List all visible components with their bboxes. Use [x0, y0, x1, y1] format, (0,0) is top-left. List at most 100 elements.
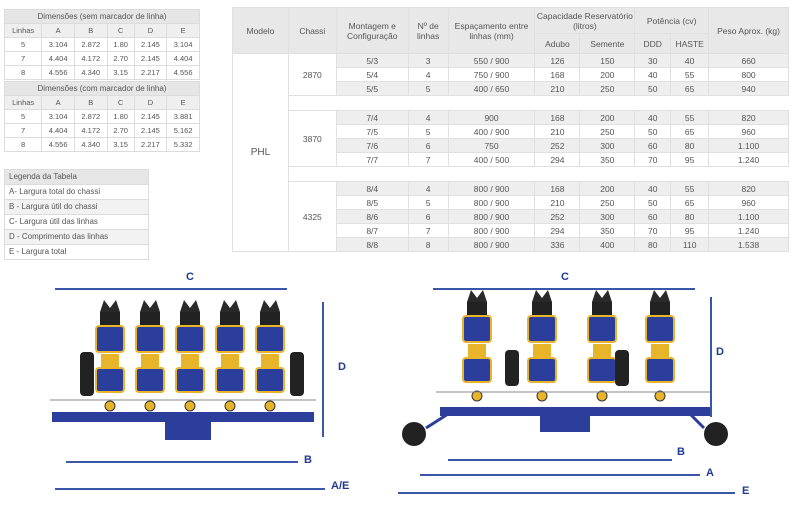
label-d-right: D	[716, 346, 724, 358]
right-unit-2-seed-meter	[592, 302, 612, 316]
dims-header-cell: A	[41, 95, 75, 110]
right-marker-disc-left	[402, 422, 426, 446]
dimension-line-ae	[55, 488, 325, 490]
right-unit-2-wheel	[596, 390, 608, 402]
left-unit-2-gear-box	[181, 354, 199, 368]
spec-cell: 210	[534, 124, 581, 139]
left-unit-1-disc-icon	[140, 300, 160, 312]
spec-cell: 800 / 900	[447, 237, 536, 252]
spec-cell: 4	[407, 110, 449, 125]
spec-cell: 30	[634, 53, 672, 68]
header-espacamento: Espaçamento entre linhas (mm)	[447, 7, 536, 54]
spec-cell: 50	[634, 81, 672, 96]
dims-header-cell: D	[133, 23, 168, 38]
spec-cell: 820	[708, 110, 789, 125]
dims-cell: 4.340	[73, 65, 108, 80]
dims-cell: 3.104	[41, 37, 75, 52]
left-unit-1-wheel	[144, 400, 156, 412]
dims-cell: 4.172	[73, 51, 108, 66]
dimension-line-e	[398, 492, 735, 494]
spec-cell: 250	[579, 195, 636, 210]
right-unit-3-gear-box	[651, 344, 669, 358]
dims-cell: 2.70	[106, 123, 135, 138]
spec-cell: 800 / 900	[447, 195, 536, 210]
left-unit-1-fertilizer-hopper	[135, 367, 165, 393]
right-unit-0-fertilizer-hopper	[462, 357, 492, 383]
dims-header-cell: E	[166, 23, 200, 38]
spec-cell: 550 / 900	[447, 53, 536, 68]
spec-cell: 8/6	[335, 209, 409, 224]
spec-cell: 250	[579, 124, 636, 139]
left-unit-4-disc-icon	[260, 300, 280, 312]
spec-cell: 1.240	[708, 152, 789, 167]
legend-item: C- Largura útil das linhas	[4, 215, 149, 230]
label-c-left: C	[186, 271, 194, 283]
spec-cell: 252	[534, 209, 581, 224]
spec-cell: 350	[579, 223, 636, 238]
right-unit-1-gear-box	[533, 344, 551, 358]
dims-cell: 4.404	[41, 123, 75, 138]
spec-cell: 3	[407, 53, 449, 68]
dims-cell: 4.340	[73, 137, 108, 152]
left-unit-4-seed-hopper	[255, 325, 285, 353]
spec-cell: 5	[407, 124, 449, 139]
right-unit-1-wheel	[536, 390, 548, 402]
spec-cell: 168	[534, 181, 581, 196]
header-potencia: Potência (cv)	[634, 7, 710, 34]
header-linhas: Nº de linhas	[407, 7, 449, 54]
spec-cell: 820	[708, 181, 789, 196]
spec-cell: 7/4	[335, 110, 409, 125]
left-unit-0-fertilizer-hopper	[95, 367, 125, 393]
dims-cell: 7	[3, 123, 43, 138]
dims-cell: 8	[3, 137, 43, 152]
spec-cell: 126	[534, 53, 581, 68]
dimension-line-b-left	[66, 461, 298, 463]
dims-header-cell: Linhas	[3, 23, 43, 38]
spec-cell: 5	[407, 81, 449, 96]
header-montagem: Montagem e Configuração	[335, 7, 409, 54]
spec-cell: 750	[447, 138, 536, 153]
dims-cell: 3.104	[41, 109, 75, 124]
label-a: A	[706, 467, 714, 479]
left-unit-3-seed-meter	[220, 312, 240, 326]
spec-cell: 1.538	[708, 237, 789, 252]
spec-cell: 1.240	[708, 223, 789, 238]
left-unit-3-seed-hopper	[215, 325, 245, 353]
dims-header-cell: C	[106, 95, 135, 110]
spec-cell: 4	[407, 181, 449, 196]
spec-cell: 40	[634, 67, 672, 82]
dims-cell: 5	[3, 37, 43, 52]
group-spacer	[233, 166, 789, 182]
legend-title: Legenda da Tabela	[4, 169, 149, 185]
dimension-line-a	[420, 474, 700, 476]
chassi-cell: 3870	[287, 110, 337, 167]
spec-cell: 400 / 500	[447, 152, 536, 167]
spec-cell: 50	[634, 124, 672, 139]
spec-cell: 6	[407, 209, 449, 224]
dims-cell: 4.556	[166, 65, 200, 80]
dims-cell: 5	[3, 109, 43, 124]
spec-cell: 294	[534, 223, 581, 238]
left-unit-3-wheel	[224, 400, 236, 412]
spec-cell: 40	[634, 110, 672, 125]
right-unit-3-disc-icon	[650, 290, 670, 302]
header-semente: Semente	[579, 33, 636, 54]
spec-table: Modelo Chassi Montagem e Configuração Nº…	[232, 7, 789, 252]
spec-cell: 6	[407, 138, 449, 153]
right-marker-disc-right	[704, 422, 728, 446]
right-unit-1-fertilizer-hopper	[527, 357, 557, 383]
right-unit-1-seed-meter	[532, 302, 552, 316]
dimension-line-d-right	[710, 297, 712, 417]
dimension-line-b-right	[448, 459, 672, 461]
legend-table: Legenda da Tabela A- Largura total do ch…	[4, 169, 149, 260]
dims-cell: 2.872	[73, 37, 108, 52]
left-unit-4-seed-meter	[260, 312, 280, 326]
left-unit-3-fertilizer-hopper	[215, 367, 245, 393]
left-unit-3-gear-box	[221, 354, 239, 368]
